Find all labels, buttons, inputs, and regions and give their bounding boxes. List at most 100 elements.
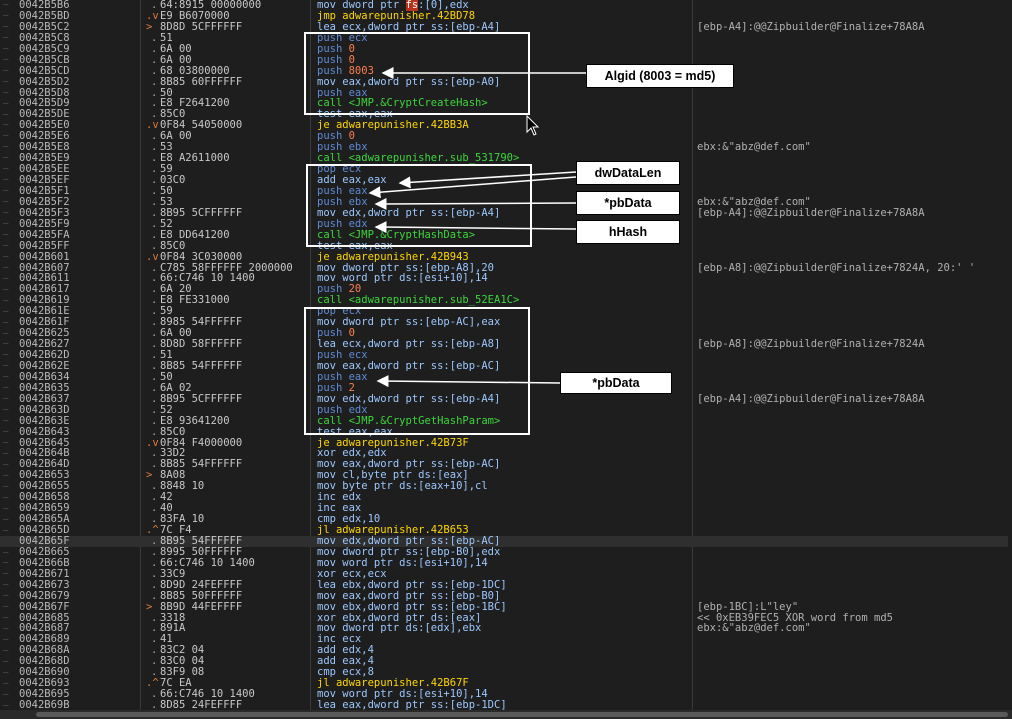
breakpoint-slot[interactable]: – [3, 438, 9, 448]
instruction[interactable]: lea ecx,dword ptr ss:[ebp-A8] [317, 339, 500, 350]
breakpoint-slot[interactable]: – [3, 448, 9, 459]
instruction[interactable]: call <JMP.&CryptHashData> [317, 229, 475, 241]
address[interactable]: 0042B5EE [19, 163, 70, 176]
address[interactable]: 0042B655 [19, 480, 70, 493]
breakpoint-slot[interactable]: – [3, 87, 9, 98]
breakpoint-slot[interactable]: – [3, 98, 9, 109]
instruction[interactable]: mov dword ptr ss:[ebp-A8],20 [317, 262, 494, 274]
address[interactable]: 0042B5F1 [19, 184, 70, 197]
breakpoint-slot[interactable]: – [3, 328, 9, 339]
instruction[interactable]: inc edx [317, 492, 361, 503]
address[interactable]: 0042B5E0 [19, 119, 70, 132]
address[interactable]: 0042B637 [19, 392, 70, 405]
instruction[interactable]: inc eax [317, 503, 361, 514]
address[interactable]: 0042B5E8 [19, 141, 70, 154]
breakpoint-slot[interactable]: – [3, 295, 9, 306]
instruction[interactable]: add edx,4 [317, 645, 374, 656]
breakpoint-slot[interactable]: – [3, 32, 9, 43]
address[interactable]: 0042B5CB [19, 53, 70, 66]
breakpoint-slot[interactable]: – [3, 109, 9, 120]
breakpoint-slot[interactable]: – [3, 372, 9, 383]
instruction[interactable]: je adwarepunisher.42B73F [317, 437, 469, 449]
address[interactable]: 0042B69B [19, 699, 70, 711]
instruction[interactable]: mov ebx,dword ptr ss:[ebp-1BC] [317, 601, 507, 613]
address[interactable]: 0042B690 [19, 666, 70, 679]
address[interactable]: 0042B5B6 [19, 0, 70, 11]
address[interactable]: 0042B5DE [19, 108, 70, 121]
breakpoint-slot[interactable]: – [3, 339, 9, 350]
address[interactable]: 0042B68D [19, 655, 70, 668]
address[interactable]: 0042B5D2 [19, 75, 70, 88]
instruction[interactable]: pop ecx [317, 306, 361, 317]
breakpoint-slot[interactable]: – [3, 273, 9, 284]
address[interactable]: 0042B64D [19, 458, 70, 471]
instruction[interactable]: push ecx [317, 32, 368, 44]
breakpoint-slot[interactable]: – [3, 405, 9, 416]
breakpoint-slot[interactable]: – [3, 197, 9, 208]
instruction[interactable]: mov eax,dword ptr ss:[ebp-AC] [317, 459, 500, 470]
breakpoint-slot[interactable]: – [3, 481, 9, 492]
address[interactable]: 0042B693 [19, 677, 70, 690]
address[interactable]: 0042B689 [19, 633, 70, 646]
address[interactable]: 0042B665 [19, 545, 70, 558]
instruction[interactable]: mov cl,byte ptr ds:[eax] [317, 470, 469, 481]
breakpoint-slot[interactable]: – [3, 43, 9, 54]
instruction[interactable]: lea ecx,dword ptr ss:[ebp-A4] [317, 21, 500, 33]
address[interactable]: 0042B611 [19, 272, 70, 285]
address[interactable]: 0042B65D [19, 524, 70, 536]
breakpoint-slot[interactable]: – [3, 10, 9, 21]
breakpoint-slot[interactable]: – [3, 186, 9, 197]
breakpoint-slot[interactable]: – [3, 142, 9, 153]
breakpoint-slot[interactable]: – [3, 350, 9, 361]
breakpoint-slot[interactable]: – [3, 667, 9, 678]
address[interactable]: 0042B607 [19, 261, 70, 274]
address[interactable]: 0042B61E [19, 305, 70, 318]
address[interactable]: 0042B67F [19, 600, 70, 613]
instruction[interactable]: push edx [317, 218, 368, 230]
breakpoint-slot[interactable]: – [3, 416, 9, 427]
address[interactable]: 0042B671 [19, 567, 70, 580]
instruction[interactable]: je adwarepunisher.42B943 [317, 251, 469, 263]
address[interactable]: 0042B68A [19, 644, 70, 657]
instruction[interactable]: call <adwarepunisher.sub_52EA1C> [317, 295, 519, 306]
breakpoint-slot[interactable]: – [3, 580, 9, 591]
breakpoint-slot[interactable]: – [3, 624, 9, 635]
instruction[interactable]: add eax,eax [317, 175, 387, 186]
breakpoint-slot[interactable]: – [3, 65, 9, 76]
instruction[interactable]: mov eax,dword ptr ss:[ebp-AC] [317, 360, 500, 372]
instruction[interactable]: mov edx,dword ptr ss:[ebp-A4] [317, 393, 500, 405]
address[interactable]: 0042B65A [19, 513, 70, 526]
breakpoint-gutter[interactable]: ––––––––––––––––––––––––––––––––––––––––… [0, 0, 16, 711]
instruction[interactable]: push eax [317, 371, 368, 383]
